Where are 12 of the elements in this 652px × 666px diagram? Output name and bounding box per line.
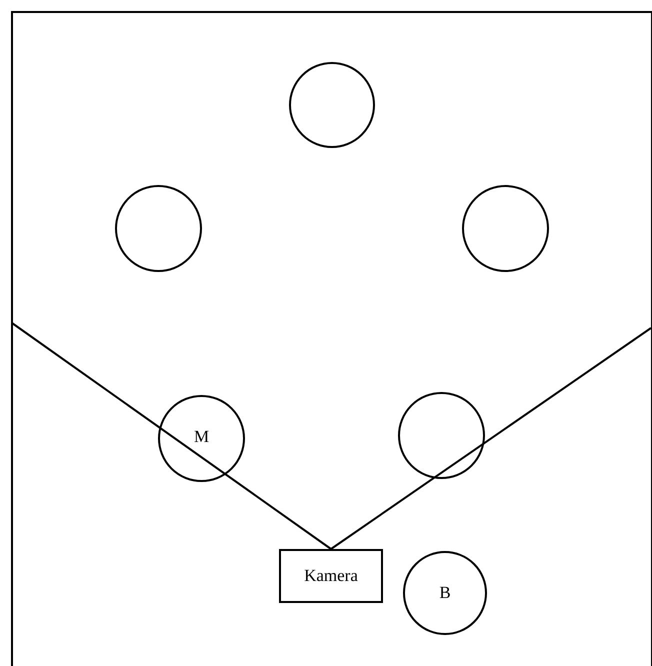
view-line — [330, 327, 652, 550]
circle-node — [462, 185, 549, 272]
node-label: M — [194, 426, 210, 446]
view-line — [11, 322, 332, 550]
circle-node — [158, 395, 245, 482]
circle-node — [403, 551, 487, 635]
camera-box — [279, 549, 383, 603]
node-label: Kamera — [304, 566, 358, 586]
circle-node — [115, 185, 202, 272]
node-label: B — [439, 583, 451, 603]
circle-node — [289, 62, 375, 148]
circle-node — [398, 392, 485, 479]
